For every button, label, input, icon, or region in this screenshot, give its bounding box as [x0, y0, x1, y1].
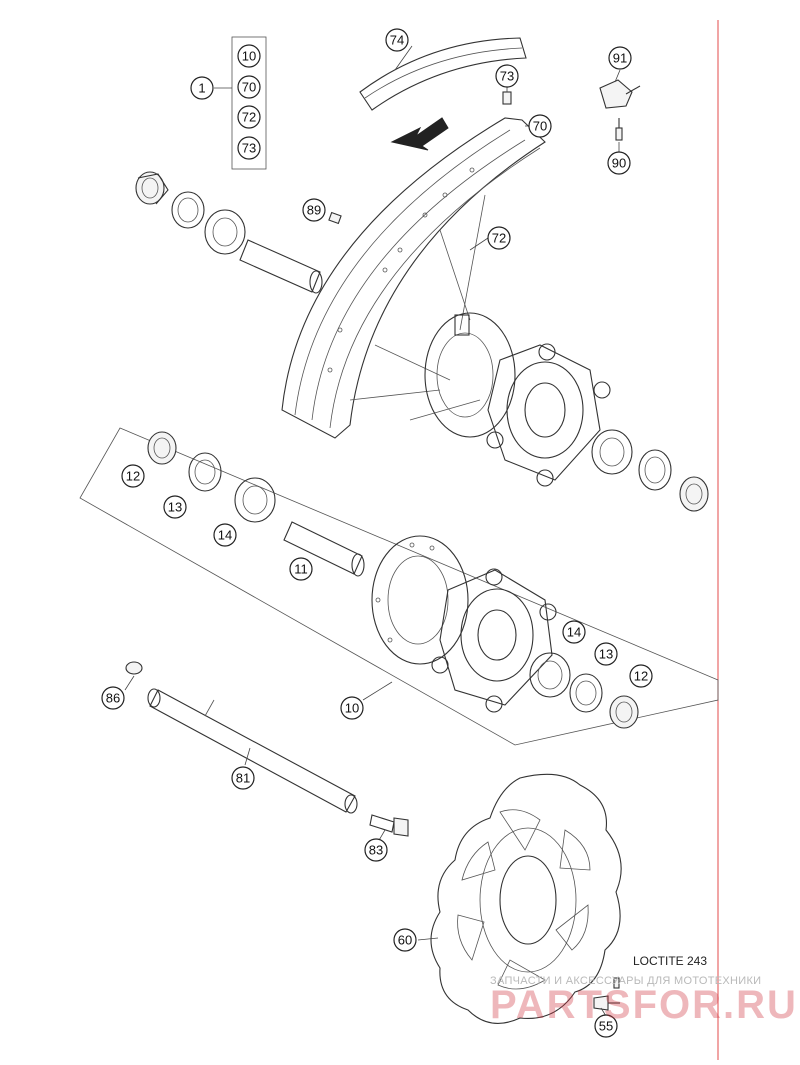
svg-text:10: 10 — [242, 49, 256, 64]
svg-text:86: 86 — [106, 691, 120, 706]
axle-bolt — [369, 814, 409, 837]
callout-13-left: 13 — [163, 495, 187, 519]
spoke-nipple — [502, 91, 512, 105]
kit-box — [231, 36, 267, 170]
valve-screw — [615, 118, 623, 141]
disc-screw — [593, 977, 620, 1011]
top-bearing-left — [204, 209, 246, 255]
callout-83: 83 — [364, 838, 388, 862]
svg-text:73: 73 — [500, 69, 514, 84]
axle-plug — [125, 661, 143, 675]
callout-70-kit: 70 — [237, 75, 261, 99]
callout-74: 74 — [385, 28, 409, 52]
watermark-caption: ЗАПЧАСТИ И АКСЕССУАРЫ ДЛЯ МОТОТЕХНИКИ — [490, 975, 761, 987]
callout-73: 73 — [495, 64, 519, 88]
assembled-hub — [424, 312, 611, 487]
bearing-14-left — [234, 477, 276, 523]
rim-tape — [359, 37, 527, 111]
callout-90: 90 — [607, 151, 631, 175]
svg-text:11: 11 — [294, 562, 308, 577]
callout-72: 72 — [487, 226, 511, 250]
callout-12-right: 12 — [629, 664, 653, 688]
svg-text:91: 91 — [613, 51, 627, 66]
svg-text:13: 13 — [599, 647, 613, 662]
svg-text:14: 14 — [567, 625, 581, 640]
svg-text:73: 73 — [242, 141, 256, 156]
callout-11: 11 — [289, 557, 313, 581]
bearing-14-right — [529, 652, 571, 698]
svg-text:72: 72 — [242, 110, 256, 125]
top-seal-right — [638, 449, 672, 491]
svg-text:90: 90 — [612, 156, 626, 171]
top-axle-spacer — [239, 239, 323, 294]
svg-text:81: 81 — [236, 771, 250, 786]
svg-text:70: 70 — [533, 119, 547, 134]
valve-cap — [599, 79, 641, 109]
callout-10-kit: 10 — [237, 44, 261, 68]
callout-14-left: 14 — [213, 523, 237, 547]
svg-text:12: 12 — [126, 469, 140, 484]
loctite-note: LOCTITE 243 — [633, 954, 707, 968]
spokes — [349, 194, 486, 421]
spacer-12-right — [609, 695, 639, 729]
callout-72-kit: 72 — [237, 105, 261, 129]
rim — [281, 117, 546, 439]
callout-60: 60 — [393, 928, 417, 952]
callout-89: 89 — [302, 198, 326, 222]
svg-text:12: 12 — [634, 669, 648, 684]
seal-13-right — [569, 673, 603, 713]
spacer-12-left — [147, 431, 177, 465]
callout-73-kit: 73 — [237, 136, 261, 160]
svg-text:13: 13 — [168, 500, 182, 515]
callout-13-right: 13 — [594, 642, 618, 666]
top-spacer-left — [135, 171, 169, 205]
svg-text:83: 83 — [369, 843, 383, 858]
svg-text:70: 70 — [242, 80, 256, 95]
callout-91: 91 — [608, 46, 632, 70]
hub-10 — [371, 535, 557, 713]
svg-text:74: 74 — [390, 33, 404, 48]
watermark-brand: PARTSFOR.RU — [490, 983, 798, 1027]
axle-spacer-11 — [283, 521, 365, 577]
callout-1: 1 — [190, 76, 214, 100]
top-spacer-right — [679, 476, 709, 512]
svg-text:10: 10 — [345, 701, 359, 716]
nut-89 — [328, 211, 342, 225]
front-axle — [147, 688, 358, 814]
callout-12-left: 12 — [121, 464, 145, 488]
svg-text:14: 14 — [218, 528, 232, 543]
direction-arrow — [390, 117, 449, 151]
callout-81: 81 — [231, 766, 255, 790]
svg-text:72: 72 — [492, 231, 506, 246]
callout-70: 70 — [528, 114, 552, 138]
brake-disc — [430, 773, 622, 1024]
callout-10: 10 — [340, 696, 364, 720]
svg-text:55: 55 — [599, 1019, 613, 1034]
callout-14-right: 14 — [562, 620, 586, 644]
svg-text:89: 89 — [307, 203, 321, 218]
top-seal-left — [171, 191, 205, 229]
callout-55: 55 — [594, 1014, 618, 1038]
svg-text:1: 1 — [198, 81, 205, 96]
seal-13-left — [188, 452, 222, 492]
top-bearing-right — [591, 429, 633, 475]
svg-text:60: 60 — [398, 933, 412, 948]
callout-86: 86 — [101, 686, 125, 710]
